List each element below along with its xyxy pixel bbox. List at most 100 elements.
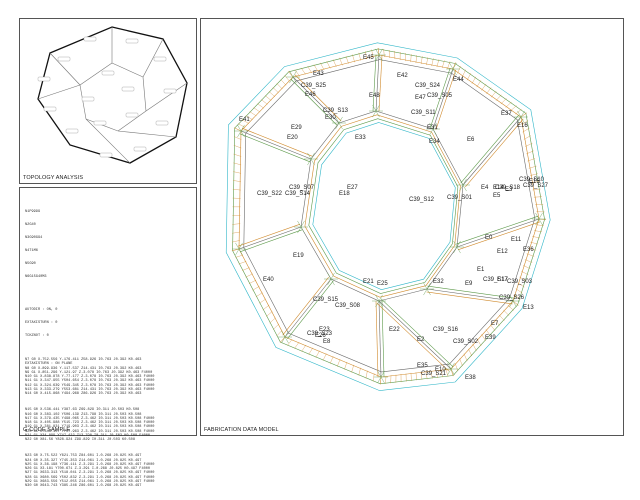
edge-label: E44 — [453, 77, 464, 83]
edge-label: E48 — [369, 93, 380, 99]
toolpath-tick — [473, 344, 477, 351]
radial-member-path — [382, 301, 384, 377]
gcode-listing: N1P9999 N2G40 N3G90G94 N4T1M6 N5G90 N6G1… — [25, 193, 154, 500]
topology-spoke — [38, 85, 80, 99]
edge-label: E1 — [477, 267, 485, 273]
topology-diagram — [20, 19, 198, 185]
toolpath-tick — [416, 372, 417, 380]
edge-label: E2 — [417, 337, 425, 343]
toolpath-tick — [252, 286, 259, 290]
toolpath-tick — [468, 349, 472, 356]
toolpath-tick — [330, 356, 333, 363]
toolpath-tick — [234, 128, 241, 131]
topology-inner-edge — [112, 63, 143, 77]
node-burst — [298, 221, 302, 227]
toolpath-tick — [234, 154, 242, 156]
toolpath-tick — [477, 80, 481, 87]
toolpath-tick — [301, 345, 305, 352]
section-label: C39_S18 — [495, 185, 521, 191]
topology-node-tag — [126, 39, 138, 43]
edge-label: E9 — [465, 281, 473, 287]
edge-label: E35 — [417, 363, 428, 369]
toolpath-tick — [467, 73, 471, 80]
toolpath-tick — [265, 95, 271, 100]
section-label: C39_S11 — [411, 110, 436, 116]
toolpath-tick — [337, 359, 340, 366]
gcode-line: N15 G0 X-536.441 Y387.63 Z69.829 I0.311 … — [25, 408, 154, 412]
gcode-line: N30 G0 X643.743 Y385.246 Z86.601 I-0.268… — [25, 484, 154, 488]
section-label: C39_S01 — [447, 195, 473, 201]
topology-node-tag — [94, 121, 106, 125]
gcode-line: TCKZNOT : 0 — [25, 334, 154, 338]
node-burst — [454, 247, 458, 253]
edge-label: E4 — [481, 185, 489, 191]
outer-ring-path — [226, 43, 550, 391]
toolpath-tick — [269, 91, 275, 96]
toolpath-tick — [366, 371, 368, 379]
edge-label: E5 — [493, 193, 501, 199]
section-label: C39_S17 — [483, 277, 509, 283]
toolpath-tick — [257, 104, 263, 109]
fabrication-caption: FABRICATION DATA MODEL — [204, 427, 279, 433]
section-label: C39_S14 — [285, 191, 311, 197]
toolpath-tick — [232, 224, 240, 225]
section-label: C39_S21 — [421, 371, 447, 377]
section-label: C39_S24 — [415, 83, 441, 89]
section-label: C39_S26 — [499, 295, 525, 301]
node-burst — [539, 213, 543, 219]
toolpath-tick — [447, 61, 450, 69]
toolpath-tick — [333, 60, 336, 67]
edge-label: E34 — [429, 139, 440, 145]
toolpath-tick — [234, 145, 241, 148]
toolpath-tick — [455, 364, 458, 372]
radial-member-path — [458, 222, 540, 250]
toolpath-tick — [508, 305, 514, 310]
toolpath-tick — [281, 79, 286, 85]
edge-label: E22 — [389, 327, 400, 333]
edge-label: E16 — [517, 123, 528, 129]
toolpath-tick — [472, 77, 476, 84]
edge-label: E29 — [291, 125, 302, 131]
topology-node-tag — [58, 57, 70, 61]
node-burst — [379, 49, 383, 55]
toolpath-tick — [235, 255, 243, 257]
toolpath-tick — [373, 374, 374, 382]
topology-node-tag — [100, 153, 112, 157]
topology-node-tag — [102, 71, 114, 75]
gcode-block-3: N23 G0 X-75.522 Y621.753 Z84.601 I-0.268… — [25, 454, 154, 488]
toolpath-tick — [277, 330, 283, 336]
edge-label: E21 — [363, 279, 374, 285]
topology-caption: TOPOLOGY ANALYSIS — [23, 175, 83, 181]
radial-member-path — [239, 227, 301, 249]
toolpath-tick — [233, 163, 241, 165]
toolpath-tick — [499, 315, 504, 321]
radial-member-path — [379, 301, 451, 369]
section-label: C39_S23 — [307, 331, 333, 337]
toolpath-tick — [301, 68, 306, 75]
radial-member-path — [456, 216, 538, 244]
topology-node-tag — [122, 87, 134, 91]
toolpath-tick — [233, 180, 241, 181]
topology-panel: TOPOLOGY ANALYSIS — [19, 18, 197, 184]
toolpath-tick — [232, 240, 240, 242]
inner-ring-path — [313, 123, 456, 290]
edge-label: E38 — [465, 375, 476, 381]
edge-label: E7 — [491, 321, 499, 327]
toolpath-tick — [327, 61, 331, 68]
toolpath-tick — [323, 354, 327, 361]
toolpath-tick — [521, 271, 528, 275]
topology-node-tag — [154, 57, 166, 61]
toolpath-tick — [516, 289, 523, 294]
node-burst — [290, 71, 294, 77]
radial-member-path — [240, 230, 302, 252]
radial-member-path — [241, 131, 311, 159]
section-label: C39_S02 — [453, 339, 479, 345]
gcode-line: N23 G0 X-75.522 Y621.753 Z84.601 I-0.268… — [25, 454, 154, 458]
edge-label: E20 — [287, 135, 298, 141]
toolpath-tick — [307, 66, 311, 73]
edge-label: E45 — [363, 55, 374, 61]
gcode-mode: AUTODIR : ON, 0 EXTAXISTURN : 0 TCKZNOT … — [25, 299, 154, 346]
toolpath-tick — [352, 55, 354, 63]
